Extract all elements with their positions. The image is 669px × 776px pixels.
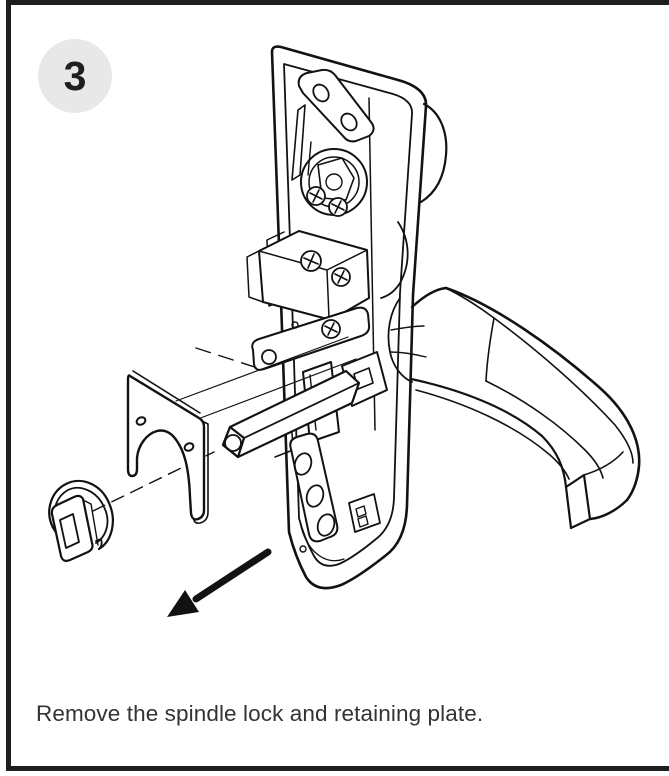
- square-spindle-drawing: [221, 351, 388, 459]
- spindle-lock-drawing: [48, 479, 114, 562]
- retaining-plate-drawing: [126, 370, 209, 524]
- lock-chassis-drawing: [246, 45, 448, 590]
- step-number: 3: [63, 52, 87, 99]
- lever-handle-drawing: [387, 286, 641, 530]
- step-number-badge: 3: [38, 39, 112, 113]
- instruction-caption: Remove the spindle lock and retaining pl…: [36, 701, 484, 726]
- card-border: [6, 0, 669, 771]
- removal-arrow: [167, 548, 272, 617]
